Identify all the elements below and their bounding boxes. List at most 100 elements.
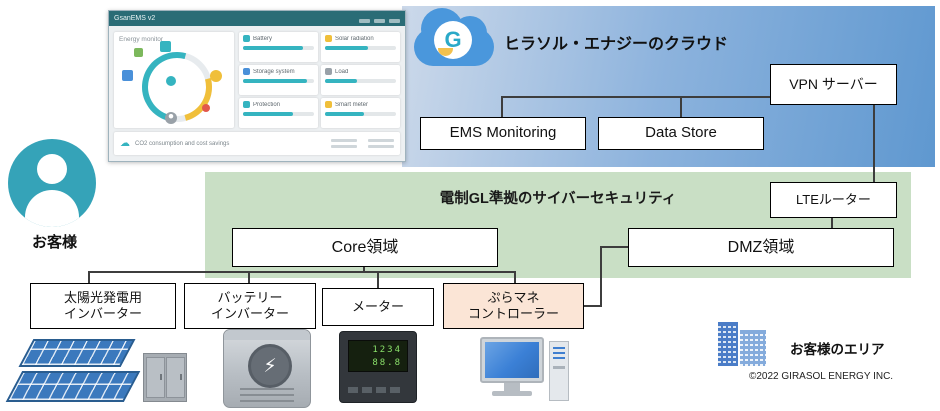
power-meter-image: 1234 88.8 bbox=[339, 331, 417, 403]
card-label: Storage system bbox=[253, 68, 295, 75]
energy-flow-panel: Energy monitor bbox=[114, 32, 234, 135]
footer-placeholder-text bbox=[331, 139, 357, 148]
node-label: Core領域 bbox=[331, 238, 399, 256]
person-icon bbox=[165, 112, 177, 124]
monitor-base bbox=[492, 391, 532, 396]
outdoor-cabinet-image bbox=[143, 353, 187, 402]
dashboard-card-solar: Solar radiation bbox=[321, 32, 400, 62]
footer-placeholder-text bbox=[368, 139, 394, 148]
lightning-bolt-icon: ⚡ bbox=[248, 344, 292, 388]
ems-dashboard-screenshot: GsanEMS v2 Energy monitor Battery Solar … bbox=[108, 10, 406, 162]
status-dot-icon bbox=[202, 104, 210, 112]
cloud-region-title: ヒラソル・エナジーのクラウド bbox=[504, 36, 729, 53]
customer-area-label: お客様のエリア bbox=[790, 342, 885, 357]
node-lte-router: LTEルーター bbox=[770, 182, 897, 218]
storage-icon bbox=[243, 68, 250, 75]
shield-icon bbox=[243, 101, 250, 108]
node-plamane-controller: ぷらマネ コントローラー bbox=[443, 283, 584, 329]
cloud-logo-icon: G bbox=[411, 6, 497, 68]
energy-flow-ring bbox=[142, 52, 212, 122]
panel-title: Energy monitor bbox=[119, 36, 164, 43]
meter-button bbox=[390, 387, 400, 393]
card-label: Load bbox=[335, 68, 349, 75]
card-label: Solar radiation bbox=[335, 35, 374, 42]
dashboard-card-smart-meter: Smart meter bbox=[321, 98, 400, 128]
node-label: バッテリー インバーター bbox=[210, 289, 289, 321]
card-label: Smart meter bbox=[335, 101, 369, 108]
battery-icon bbox=[134, 48, 143, 57]
cabinet-door bbox=[146, 357, 165, 398]
battery-inverter-image: ⚡ bbox=[223, 329, 311, 408]
node-dmz-domain: DMZ領域 bbox=[628, 228, 894, 267]
dashboard-card-battery: Battery bbox=[239, 32, 318, 62]
node-data-store: Data Store bbox=[598, 117, 764, 150]
avatar-body bbox=[25, 190, 79, 227]
node-label: EMS Monitoring bbox=[449, 124, 557, 142]
dashboard-nav-items bbox=[355, 10, 400, 28]
connector-line bbox=[88, 271, 90, 283]
connector-line bbox=[514, 271, 516, 283]
connector-line bbox=[88, 271, 516, 273]
progress-bar bbox=[243, 79, 314, 83]
monitor-stand bbox=[504, 383, 520, 391]
connector-line bbox=[600, 246, 628, 248]
customer-label: お客様 bbox=[32, 234, 78, 251]
dashboard-card-load: Load bbox=[321, 65, 400, 95]
connector-line bbox=[680, 96, 682, 117]
progress-bar bbox=[243, 112, 314, 116]
connector-line bbox=[873, 105, 875, 182]
node-label: Data Store bbox=[645, 124, 717, 142]
center-dot bbox=[166, 76, 176, 86]
node-ems-monitoring: EMS Monitoring bbox=[420, 117, 586, 150]
dashboard-header: GsanEMS v2 bbox=[109, 11, 405, 26]
ring-arc-yellow bbox=[129, 39, 225, 135]
person-icon bbox=[325, 68, 332, 75]
connector-line bbox=[377, 271, 379, 288]
dashboard-card-storage: Storage system bbox=[239, 65, 318, 95]
progress-bar bbox=[325, 46, 396, 50]
connector-line bbox=[584, 305, 602, 307]
dashboard-footer-strip: ☁ CO2 consumption and cost savings bbox=[114, 132, 400, 155]
building-icon bbox=[740, 330, 766, 366]
building-icon bbox=[718, 322, 738, 366]
node-label: VPN サーバー bbox=[789, 75, 878, 92]
solar-panel-image bbox=[18, 339, 136, 367]
node-solar-inverter: 太陽光発電用 インバーター bbox=[30, 283, 176, 329]
solar-icon bbox=[122, 70, 133, 81]
node-label: ぷらマネ コントローラー bbox=[467, 289, 559, 321]
connector-line bbox=[501, 96, 771, 98]
connector-line bbox=[363, 266, 365, 272]
solar-panel-image bbox=[5, 371, 141, 402]
bulb-icon bbox=[325, 101, 332, 108]
security-region-title: 電制GL準拠のサイバーセキュリティ bbox=[439, 191, 677, 207]
customer-avatar-icon bbox=[8, 139, 96, 227]
avatar-head bbox=[37, 154, 67, 184]
dashboard-app-title: GsanEMS v2 bbox=[114, 15, 156, 22]
meter-button bbox=[348, 387, 358, 393]
connector-line bbox=[600, 246, 602, 306]
footer-note: CO2 consumption and cost savings bbox=[135, 140, 230, 147]
sun-icon bbox=[325, 35, 332, 42]
card-label: Battery bbox=[253, 35, 273, 42]
copyright-text: ©2022 GIRASOL ENERGY INC. bbox=[749, 371, 894, 382]
inverter-top bbox=[224, 330, 310, 340]
node-meter: メーター bbox=[322, 288, 434, 326]
connector-line bbox=[501, 96, 503, 117]
meter-button bbox=[376, 387, 386, 393]
cloud-icon: ☁ bbox=[120, 138, 130, 149]
progress-bar bbox=[325, 79, 396, 83]
logo-accent bbox=[438, 48, 453, 56]
inverter-vents bbox=[240, 388, 294, 402]
node-core-domain: Core領域 bbox=[232, 228, 498, 267]
cabinet-door bbox=[166, 357, 185, 398]
battery-icon bbox=[243, 35, 250, 42]
progress-bar bbox=[243, 46, 314, 50]
connector-line bbox=[248, 271, 250, 283]
tower-slot bbox=[553, 366, 565, 369]
node-label: DMZ領域 bbox=[727, 238, 795, 256]
progress-bar bbox=[325, 112, 396, 116]
dashboard-card-protection: Protection bbox=[239, 98, 318, 128]
grid-icon bbox=[160, 41, 171, 52]
node-battery-inverter: バッテリー インバーター bbox=[184, 283, 316, 329]
